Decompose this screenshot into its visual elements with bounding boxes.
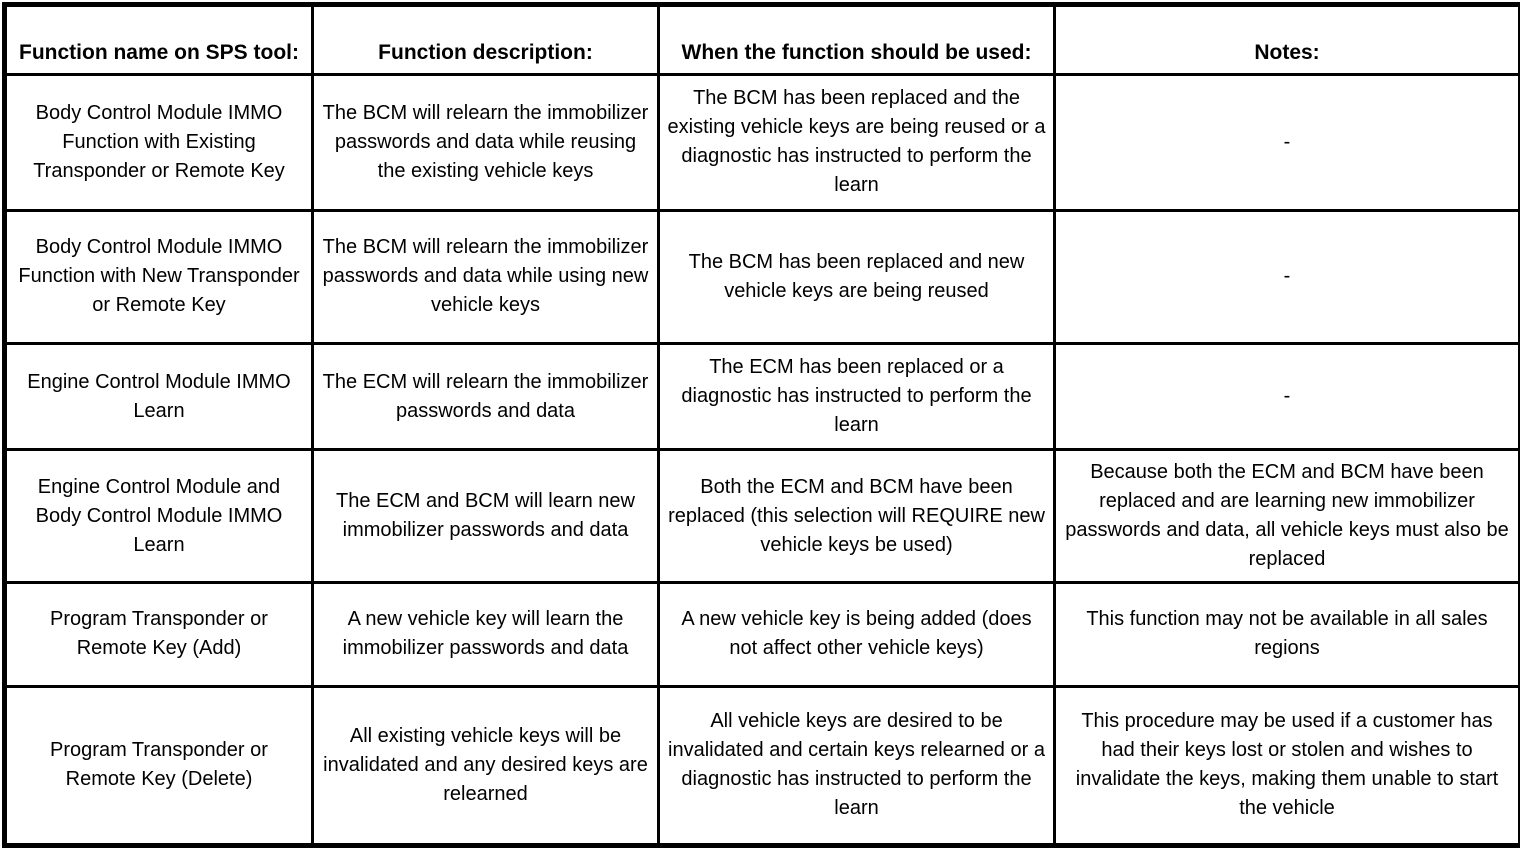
header-notes: Notes: <box>1053 3 1520 76</box>
cell-function-name: Body Control Module IMMO Function with E… <box>3 73 314 212</box>
cell-function-description: The BCM will relearn the immobilizer pas… <box>311 208 660 346</box>
cell-function-description: The ECM will relearn the immobilizer pas… <box>311 342 660 452</box>
cell-function-name: Engine Control Module IMMO Learn <box>3 342 314 452</box>
cell-function-description: The ECM and BCM will learn new immobiliz… <box>311 448 660 584</box>
header-when-used: When the function should be used: <box>657 3 1056 76</box>
table-row: Engine Control Module and Body Control M… <box>3 448 1520 584</box>
cell-function-description: The BCM will relearn the immobilizer pas… <box>311 73 660 212</box>
cell-function-description: A new vehicle key will learn the immobil… <box>311 580 660 688</box>
cell-when-used: The BCM has been replaced and new vehicl… <box>657 208 1056 346</box>
cell-notes: This procedure may be used if a customer… <box>1053 684 1520 848</box>
cell-function-description: All existing vehicle keys will be invali… <box>311 684 660 848</box>
cell-notes: - <box>1053 208 1520 346</box>
table-row: Program Transponder or Remote Key (Delet… <box>3 684 1520 848</box>
cell-notes: - <box>1053 342 1520 452</box>
cell-function-name: Body Control Module IMMO Function with N… <box>3 208 314 346</box>
table-row: Body Control Module IMMO Function with N… <box>3 208 1520 346</box>
cell-notes: This function may not be available in al… <box>1053 580 1520 688</box>
header-function-description: Function description: <box>311 3 660 76</box>
cell-notes: Because both the ECM and BCM have been r… <box>1053 448 1520 584</box>
table-row: Body Control Module IMMO Function with E… <box>3 73 1520 212</box>
cell-when-used: All vehicle keys are desired to be inval… <box>657 684 1056 848</box>
cell-when-used: Both the ECM and BCM have been replaced … <box>657 448 1056 584</box>
table-row: Engine Control Module IMMO Learn The ECM… <box>3 342 1520 452</box>
cell-function-name: Engine Control Module and Body Control M… <box>3 448 314 584</box>
cell-when-used: The BCM has been replaced and the existi… <box>657 73 1056 212</box>
cell-when-used: A new vehicle key is being added (does n… <box>657 580 1056 688</box>
header-function-name: Function name on SPS tool: <box>3 3 314 76</box>
cell-notes: - <box>1053 73 1520 212</box>
cell-when-used: The ECM has been replaced or a diagnosti… <box>657 342 1056 452</box>
cell-function-name: Program Transponder or Remote Key (Delet… <box>3 684 314 848</box>
cell-function-name: Program Transponder or Remote Key (Add) <box>3 580 314 688</box>
table-header-row: Function name on SPS tool: Function desc… <box>3 3 1520 76</box>
table-row: Program Transponder or Remote Key (Add) … <box>3 580 1520 688</box>
